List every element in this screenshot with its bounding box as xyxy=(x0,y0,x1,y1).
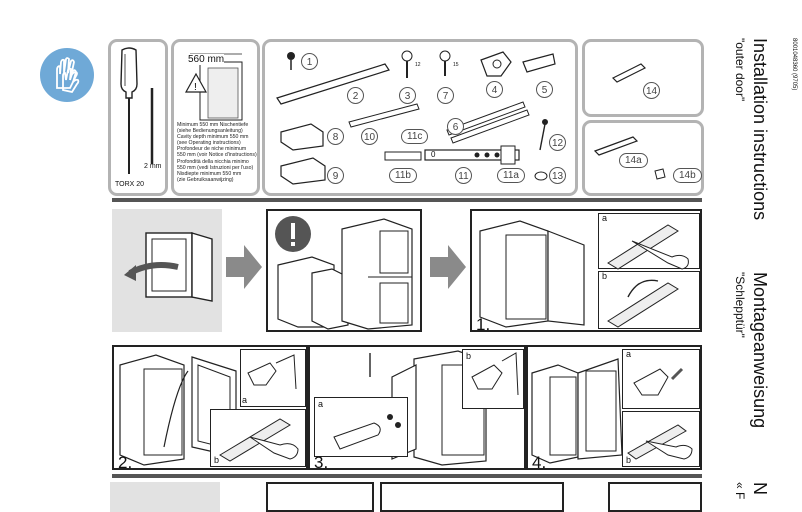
part-badge-11b: 11b xyxy=(389,168,417,183)
part-badge-1: 1 xyxy=(301,53,318,70)
step-4-drawing xyxy=(531,358,623,464)
step-3-detail-b-drawing xyxy=(471,352,519,396)
title-next-language: N xyxy=(750,482,770,495)
detail-label-a: a xyxy=(242,395,248,405)
cavity-note: Profondità della nicchia minimo xyxy=(177,158,249,165)
detail-label-b: b xyxy=(626,455,632,465)
document-number: 8001048360 (9705) xyxy=(791,38,797,91)
detail-label-a: a xyxy=(602,213,608,223)
torx-screwdriver-icon xyxy=(120,47,154,174)
parts-panel: 1 2 3 7 4 5 8 10 11c 6 12 0 9 11b 11 11a… xyxy=(262,39,578,196)
cover-strip-14a xyxy=(593,136,639,156)
part-badge-8: 8 xyxy=(327,128,344,145)
tools-panel: TORX 20 2 mm xyxy=(108,39,168,196)
next-row-frame xyxy=(608,482,702,512)
step-3-detail-a xyxy=(314,397,408,457)
next-row-frame xyxy=(110,482,220,512)
step-1-drawing xyxy=(479,220,585,328)
detail-label-b: b xyxy=(214,455,220,465)
step-4-frame: a b 4. xyxy=(526,345,702,472)
cavity-note: 550 mm (voir Notice d'instructions) xyxy=(177,152,257,159)
part-badge-3: 3 xyxy=(399,87,416,104)
cavity-note: Nisdiepte minimum 550 mm xyxy=(177,170,242,177)
cavity-note: (siehe Bedienungsanleitung) xyxy=(177,128,243,135)
step-number-1: 1. xyxy=(476,315,491,334)
drill-label: 2 mm xyxy=(144,163,162,170)
detail-label-b: b xyxy=(602,271,608,281)
arrow-right-icon xyxy=(226,245,262,289)
cavity-note: 550 mm (vedi Istruzioni per l'uso) xyxy=(177,164,254,171)
section-divider xyxy=(112,474,702,478)
step-2-frame: a b 2. xyxy=(112,345,308,472)
cavity-note: (zie Gebruiksaanwijzing) xyxy=(177,176,234,183)
next-row-frame xyxy=(380,482,564,512)
appliance-types-drawing xyxy=(277,218,413,330)
cavity-notes: Minimum 550 mm Nischentiefe (siehe Bedie… xyxy=(177,122,261,183)
part-badge-14a: 14a xyxy=(619,153,648,168)
part-badge-14b: 14b xyxy=(673,168,702,183)
subtitle-schlepptuer: "Schlepptür" xyxy=(733,272,747,338)
detail-label-b: b xyxy=(466,351,472,361)
door-opening-drawing xyxy=(124,232,213,302)
parts-drawings xyxy=(276,50,556,185)
torx-label: TORX 20 xyxy=(115,181,145,188)
part-label-0: 0 xyxy=(431,150,436,159)
cavity-note: (see Operating instructions) xyxy=(177,140,241,147)
cavity-depth-label: 560 mm xyxy=(188,54,225,65)
step-number-3: 3. xyxy=(314,453,329,472)
screw-dim-15: 15 xyxy=(453,62,459,68)
part-badge-5: 5 xyxy=(536,81,553,98)
warning-icon xyxy=(275,216,311,252)
step-4-detail-drawings xyxy=(627,367,693,460)
svg-text:!: ! xyxy=(194,82,197,93)
subtitle-next-language: « F xyxy=(733,482,747,500)
step-4-detail-a xyxy=(622,349,700,409)
cover-cap-14b xyxy=(654,168,666,180)
protective-gloves-icon xyxy=(40,48,94,102)
part-badge-9: 9 xyxy=(327,167,344,184)
step-3-detail-a-drawing xyxy=(333,414,401,450)
detail-label-a: a xyxy=(318,399,324,409)
part-14-panel: 14 xyxy=(582,39,704,117)
part-badge-14: 14 xyxy=(643,82,660,99)
part-badge-11: 11 xyxy=(455,167,472,184)
section-divider xyxy=(112,198,702,202)
intro-door-frame xyxy=(112,209,222,332)
cavity-note: Minimum 550 mm Nischentiefe xyxy=(177,122,249,128)
step-2-drawing xyxy=(119,354,237,466)
cavity-note: Profondeur de niche minimum xyxy=(177,146,247,153)
part-badge-7: 7 xyxy=(437,87,454,104)
step-1-detail-drawings xyxy=(607,224,689,328)
detail-label-a: a xyxy=(626,349,632,359)
part-badge-6: 6 xyxy=(447,118,464,135)
part-badge-11a: 11a xyxy=(497,168,525,183)
appliance-types-frame xyxy=(266,209,422,332)
step-1-frame: a b 1. xyxy=(470,209,702,334)
cover-strip-14 xyxy=(611,63,647,83)
cavity-panel: ! 560 mm Minimum 550 mm Nischentiefe (si… xyxy=(171,39,260,196)
part-badge-13: 13 xyxy=(549,167,566,184)
cavity-diagram: ! xyxy=(184,53,243,121)
step-number-2: 2. xyxy=(118,453,133,472)
screw-dim-12: 12 xyxy=(415,62,421,68)
arrow-right-icon xyxy=(430,245,466,289)
part-badge-4: 4 xyxy=(486,81,503,98)
next-row-frame xyxy=(266,482,374,512)
step-3-frame: a b 3. xyxy=(308,345,526,472)
cavity-note: Cavity depth minimum 550 mm xyxy=(177,134,249,141)
part-14a-panel: 14a 14b xyxy=(582,120,704,196)
part-badge-10: 10 xyxy=(361,128,378,145)
part-badge-11c: 11c xyxy=(401,129,429,144)
step-number-4: 4. xyxy=(532,453,547,472)
part-badge-12: 12 xyxy=(549,134,566,151)
title-installation-instructions: Installation instructions xyxy=(750,38,770,221)
step-2-detail-drawings xyxy=(219,354,299,462)
title-montageanweisung: Montageanweisung xyxy=(750,272,770,429)
part-badge-2: 2 xyxy=(347,87,364,104)
subtitle-outer-door: "outer door" xyxy=(733,38,747,102)
